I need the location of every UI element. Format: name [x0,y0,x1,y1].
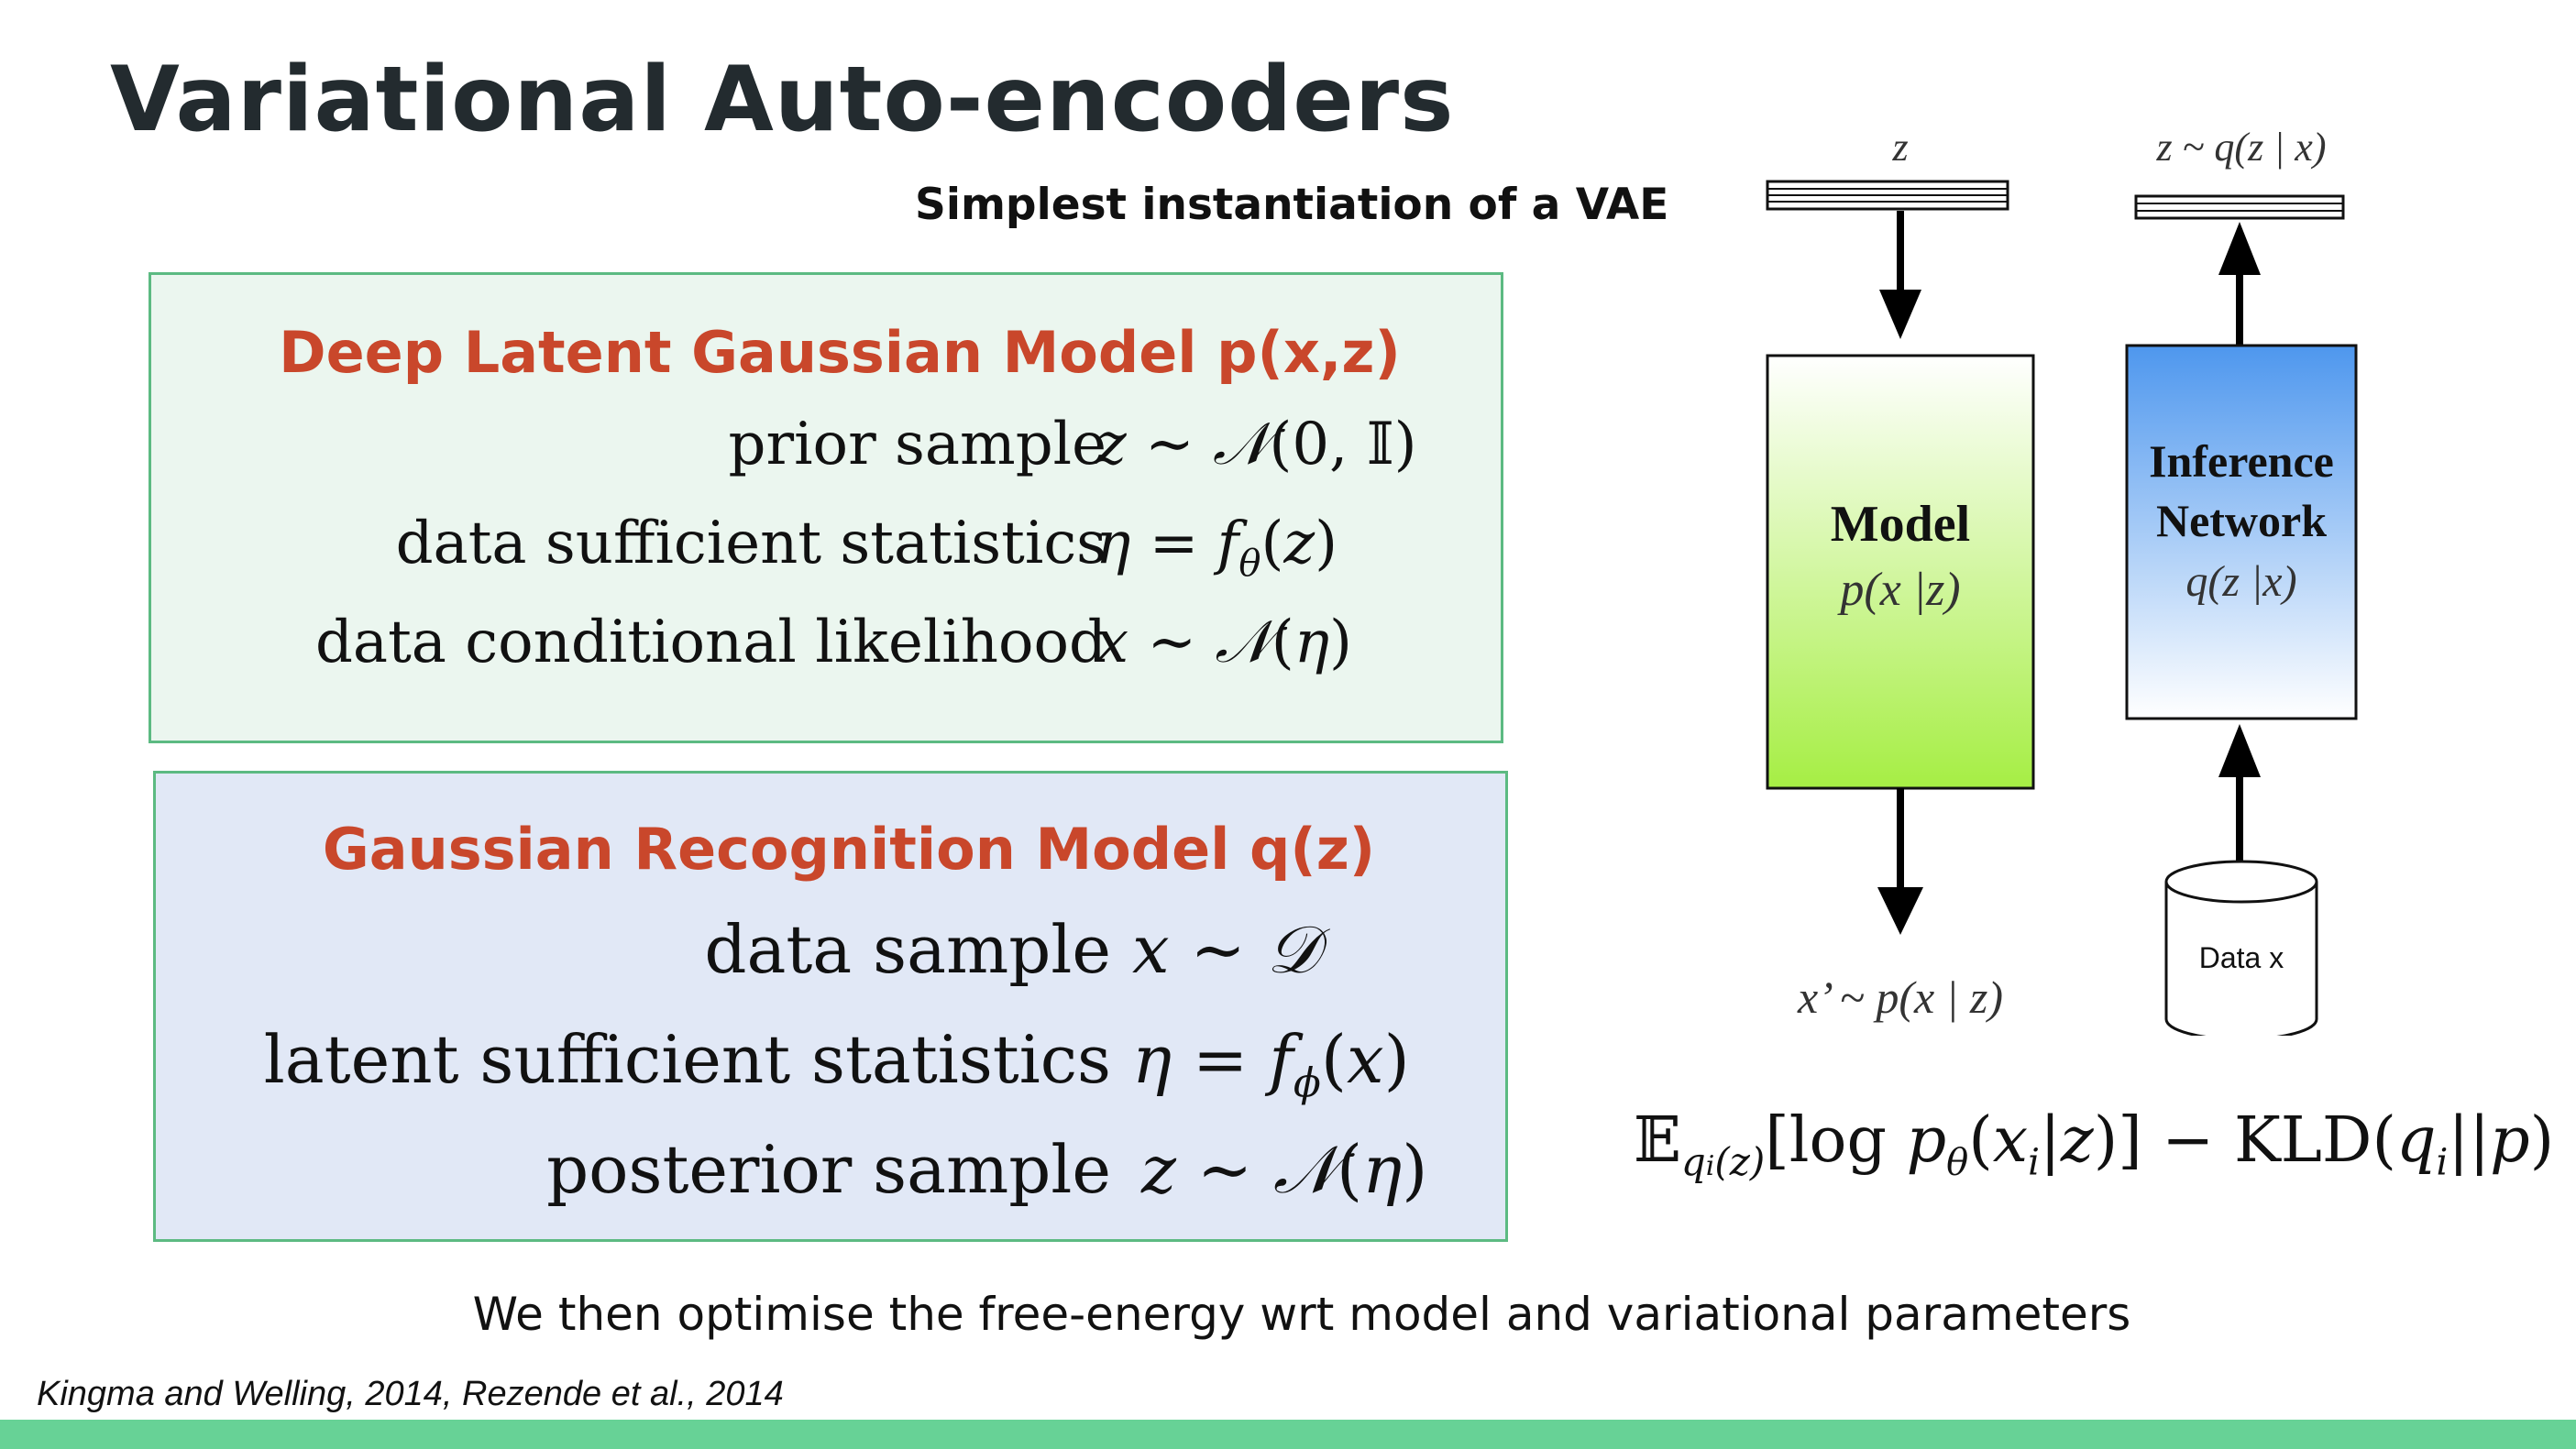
prior-sample-equation: z ∼ 𝒩(0, 𝕀) [1095,411,1417,478]
data-sufficient-statistics-equation: η = fθ(z) [1095,510,1338,585]
generative-model-title: Deep Latent Gaussian Model p(x,z) [279,319,1401,386]
slide-subtitle: Simplest instantiation of a VAE [915,180,1669,230]
prior-sample-label: prior sample [728,411,1107,478]
data-conditional-likelihood-equation: x ∼ 𝒩(η) [1095,609,1352,676]
data-sample-label: data sample [704,911,1111,988]
vae-diagram: z Model p(x |z) x’ ~ p(x | z) z ~ q(z | … [1766,125,2358,1036]
optimisation-note: We then optimise the free-energy wrt mod… [472,1288,2131,1341]
posterior-sample-label: posterior sample [546,1131,1111,1208]
data-conditional-likelihood-label: data conditional likelihood [314,609,1106,676]
elbo-equation: 𝔼qi(z)[log pθ(xi|z)] − KLD(qi||p) [1634,1104,2555,1184]
footer-accent-bar [0,1420,2576,1449]
inference-title-line2: Network [2156,495,2327,546]
data-label: Data x [2199,941,2284,974]
latent-sufficient-statistics-equation: η = fϕ(x) [1132,1021,1410,1107]
inference-network-box [2125,344,2358,720]
generative-model-box: Deep Latent Gaussian Model p(x,z) prior … [149,272,1503,743]
inference-to-q-arrow [2218,222,2261,346]
latent-sufficient-statistics-label: latent sufficient statistics [263,1021,1111,1098]
inference-subtitle: q(z |x) [2185,557,2296,606]
z-vector-icon [1766,180,2009,211]
output-label: x’ ~ p(x | z) [1797,971,2003,1023]
slide-title: Variational Auto-encoders [110,48,1455,152]
posterior-sample-equation: z ∼ 𝒩(η) [1141,1131,1428,1208]
recognition-model-title: Gaussian Recognition Model q(z) [322,816,1376,883]
prior-sample-row: prior sample z ∼ 𝒩(0, 𝕀) [151,411,1501,493]
data-conditional-likelihood-row: data conditional likelihood x ∼ 𝒩(η) [151,609,1501,691]
data-to-inference-arrow [2218,724,2261,871]
data-sufficient-statistics-label: data sufficient statistics [395,510,1106,577]
z-label: z [1891,125,1908,170]
q-vector-icon [2134,194,2345,220]
citation: Kingma and Welling, 2014, Rezende et al.… [37,1375,784,1413]
model-title: Model [1831,496,1970,553]
model-to-output-arrow [1877,788,1923,935]
inference-title-line1: Inference [2149,435,2334,487]
z-to-model-arrow [1879,211,1921,339]
latent-sufficient-statistics-row: latent sufficient statistics η = fϕ(x) [156,1021,1505,1107]
data-sample-equation: x ∼ 𝒟 [1132,911,1320,988]
data-sufficient-statistics-row: data sufficient statistics η = fθ(z) [151,510,1501,592]
recognition-model-box: Gaussian Recognition Model q(z) data sam… [153,771,1508,1242]
model-subtitle: p(x |z) [1836,564,1960,616]
posterior-sample-row: posterior sample z ∼ 𝒩(η) [156,1131,1505,1213]
data-sample-row: data sample x ∼ 𝒟 [156,911,1505,993]
data-cylinder-icon [2164,860,2318,1036]
q-label: z ~ q(z | x) [2156,125,2327,170]
